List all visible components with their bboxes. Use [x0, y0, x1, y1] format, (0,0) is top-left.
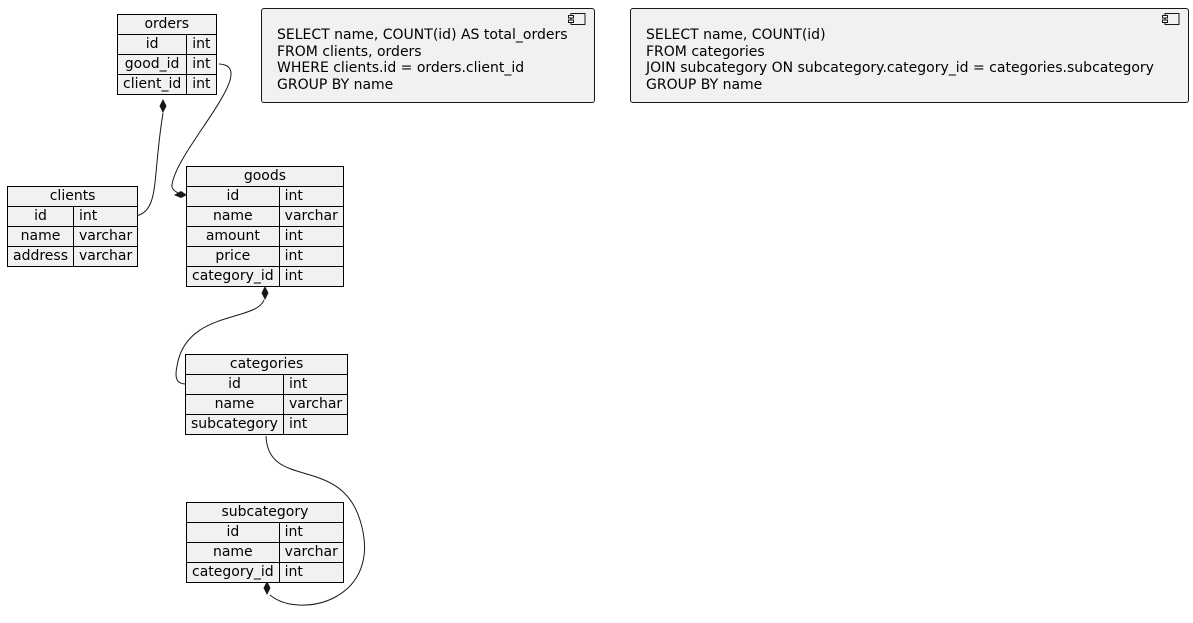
composition-diamond-icon — [263, 581, 271, 595]
edge-orders-clients — [135, 112, 164, 217]
field-type: varchar — [282, 394, 349, 415]
table-row: id int — [116, 34, 217, 55]
field-name: name — [185, 394, 284, 415]
query-text: SELECT name, COUNT(id) FROM categories J… — [646, 27, 1154, 93]
field-type: varchar — [73, 246, 139, 267]
edge-orders-goods — [171, 63, 232, 196]
table-row: category_id int — [186, 266, 344, 287]
field-name: address — [6, 246, 75, 267]
field-name: price — [186, 246, 280, 267]
entity-orders: orders id int good_id int client_id int — [116, 14, 217, 95]
field-type: int — [186, 34, 217, 55]
table-row: address varchar — [6, 246, 139, 267]
field-type: int — [278, 186, 344, 207]
entity-goods: goods id int name varchar amount int pri… — [186, 166, 344, 287]
field-name: good_id — [116, 54, 188, 75]
entity-title: clients — [6, 186, 139, 207]
field-type: int — [278, 266, 344, 287]
field-type: varchar — [278, 206, 344, 227]
table-row: name varchar — [185, 394, 349, 415]
entity-subcategory: subcategory id int name varchar category… — [186, 502, 344, 583]
component-icon — [568, 13, 586, 25]
table-row: amount int — [186, 226, 344, 247]
table-row: name varchar — [186, 542, 344, 563]
table-row: subcategory int — [185, 414, 349, 435]
field-type: varchar — [278, 542, 344, 563]
composition-diamond-icon — [261, 286, 269, 300]
field-type: int — [278, 246, 344, 267]
table-row: id int — [6, 206, 139, 227]
entity-title: subcategory — [186, 502, 344, 523]
field-type: int — [278, 522, 344, 543]
table-row: category_id int — [186, 562, 344, 583]
field-name: category_id — [186, 562, 280, 583]
field-name: subcategory — [185, 414, 284, 435]
entity-clients: clients id int name varchar address varc… — [6, 186, 139, 267]
component-icon — [1162, 13, 1180, 25]
field-type: int — [282, 414, 349, 435]
field-name: category_id — [186, 266, 280, 287]
field-name: id — [186, 522, 280, 543]
field-type: int — [278, 226, 344, 247]
composition-diamond-icon — [159, 99, 167, 113]
field-type: int — [186, 54, 217, 75]
table-row: name varchar — [186, 206, 344, 227]
field-type: int — [282, 374, 349, 395]
field-name: name — [6, 226, 75, 247]
field-name: id — [116, 34, 188, 55]
entity-title: goods — [186, 166, 344, 187]
table-row: good_id int — [116, 54, 217, 75]
table-row: id int — [186, 186, 344, 207]
field-name: client_id — [116, 74, 188, 95]
field-name: name — [186, 206, 280, 227]
entity-title: categories — [184, 354, 349, 375]
field-name: id — [6, 206, 75, 227]
query-component-2: SELECT name, COUNT(id) FROM categories J… — [630, 8, 1189, 103]
field-type: int — [186, 74, 217, 95]
query-text: SELECT name, COUNT(id) AS total_orders F… — [277, 27, 568, 93]
field-type: varchar — [73, 226, 139, 247]
edge-goods-categories — [175, 299, 265, 385]
field-type: int — [73, 206, 139, 227]
field-name: id — [186, 186, 280, 207]
field-type: int — [278, 562, 344, 583]
table-row: client_id int — [116, 74, 217, 95]
field-name: name — [186, 542, 280, 563]
table-row: name varchar — [6, 226, 139, 247]
table-row: id int — [185, 374, 349, 395]
field-name: id — [185, 374, 284, 395]
composition-diamond-icon — [174, 191, 187, 198]
field-name: amount — [186, 226, 280, 247]
query-component-1: SELECT name, COUNT(id) AS total_orders F… — [261, 8, 595, 103]
table-row: id int — [186, 522, 344, 543]
entity-title: orders — [117, 14, 217, 35]
entity-categories: categories id int name varchar subcatego… — [184, 354, 349, 435]
edge-categories-subcategory — [265, 435, 366, 606]
table-row: price int — [186, 246, 344, 267]
